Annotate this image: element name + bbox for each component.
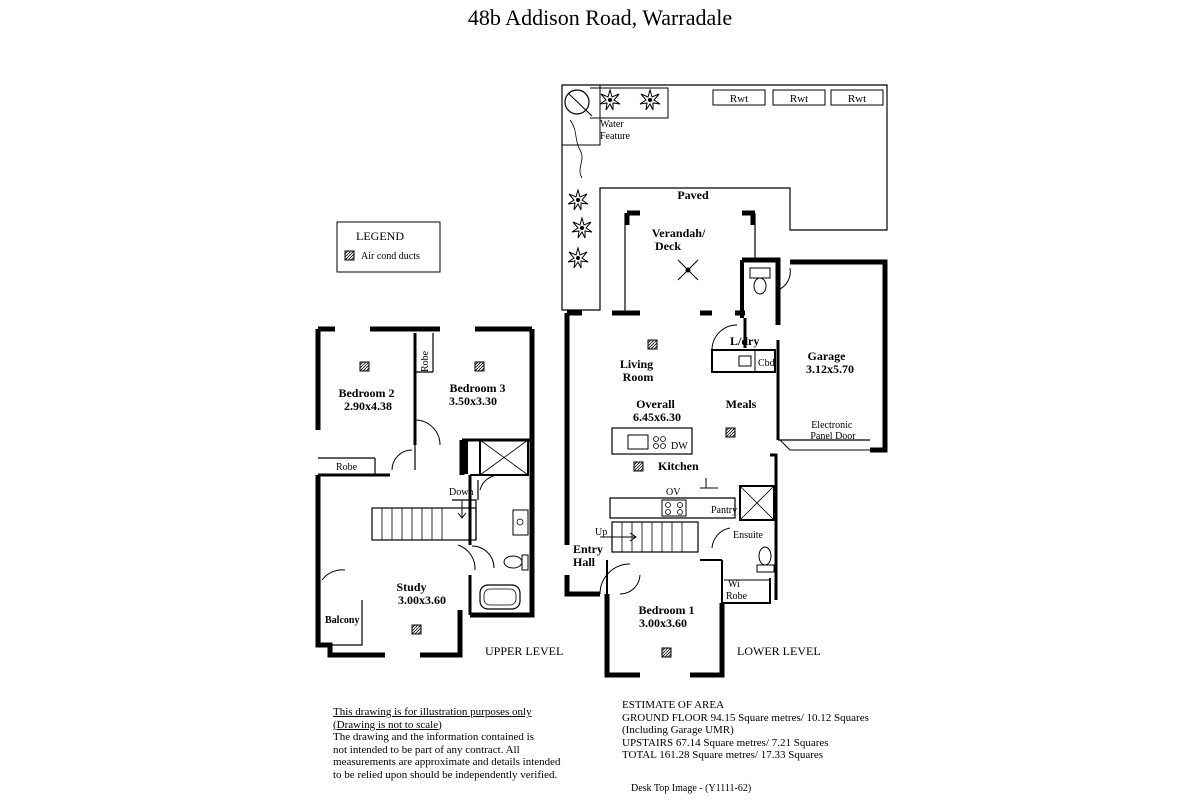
air-duct-icon (633, 461, 644, 472)
area-heading: ESTIMATE OF AREA (622, 699, 725, 711)
area-ground-floor: GROUND FLOOR 94.15 Square metres/ 10.12 … (622, 711, 869, 724)
stairs-up-label: Up (595, 527, 607, 538)
air-duct-icon (359, 361, 370, 372)
legend-heading: LEGEND (356, 229, 404, 243)
lower-level-plan (561, 84, 888, 678)
entry-hall-label: Entry Hall (573, 542, 606, 569)
disclaimer-line-1: This drawing is for illustration purpose… (333, 706, 532, 718)
area-total: TOTAL 161.28 Square metres/ 17.33 Square… (622, 749, 824, 761)
dishwasher-label: DW (671, 441, 688, 452)
bedroom-3-label: Bedroom 3 3.50x3.30 (449, 381, 509, 408)
water-feature-label: Water Feature (600, 119, 631, 142)
study-label: Study 3.00x3.60 (396, 580, 446, 607)
stairs-down-label: Down (449, 487, 473, 498)
cbd-label: Cbd (758, 358, 775, 369)
disclaimer-body-2: not intended to be part of any contract.… (333, 743, 520, 756)
oven-label: OV (666, 487, 681, 498)
area-garage-note: (Including Garage UMR) (622, 724, 734, 736)
paved-label: Paved (677, 188, 709, 202)
rwt-label-1: Rwt (730, 93, 748, 105)
upper-level-label: UPPER LEVEL (485, 644, 563, 658)
kitchen-label: Kitchen (658, 459, 699, 473)
balcony-label: Balcony (325, 615, 359, 626)
disclaimer-line-2: (Drawing is not to scale) (333, 718, 442, 731)
rainwater-tanks (712, 89, 884, 106)
footer-image-ref: Desk Top Image - (Y1111-62) (631, 783, 752, 794)
meals-label: Meals (726, 397, 757, 411)
verandah-label: Verandah/ Deck (652, 226, 709, 253)
lower-level-label: LOWER LEVEL (737, 644, 821, 658)
disclaimer-body-3: measurements are approximate and details… (333, 756, 561, 768)
garage-label: Garage 3.12x5.70 (806, 349, 854, 376)
bedroom-2-label: Bedroom 2 2.90x4.38 (338, 386, 397, 413)
page-title: 48b Addison Road, Warradale (468, 5, 732, 30)
disclaimer: This drawing is for illustration purpose… (333, 706, 561, 781)
ceiling-fan-icon (677, 259, 699, 281)
rwt-label-2: Rwt (790, 93, 808, 105)
wi-robe-label: Wi Robe (726, 579, 748, 602)
ensuite-label: Ensuite (733, 530, 764, 541)
pantry-label: Pantry (711, 505, 737, 516)
garden-shrubs (567, 89, 661, 269)
area-estimate: ESTIMATE OF AREA GROUND FLOOR 94.15 Squa… (622, 699, 869, 762)
disclaimer-body-1: The drawing and the information containe… (333, 731, 534, 743)
wall-block (460, 440, 468, 474)
disclaimer-body-4: to be relied upon should be independentl… (333, 768, 558, 781)
air-duct-icon (725, 427, 736, 438)
air-duct-icon (344, 250, 355, 261)
robe-label: Robe (336, 462, 358, 473)
legend-item: Air cond ducts (361, 251, 420, 262)
robe-label-vertical: Robe (420, 350, 431, 372)
air-duct-icon (411, 624, 422, 635)
bedroom-1-label: Bedroom 1 3.00x3.60 (638, 603, 697, 630)
area-upstairs: UPSTAIRS 67.14 Square metres/ 7.21 Squar… (622, 736, 829, 749)
air-duct-icon (647, 339, 658, 350)
laundry-label: L/dry (730, 334, 759, 348)
garage-door-label: Electronic Panel Door (810, 420, 856, 442)
air-duct-icon (661, 647, 672, 658)
rwt-label-3: Rwt (848, 93, 866, 105)
air-duct-icon (474, 361, 485, 372)
overall-label: Overall 6.45x6.30 (633, 397, 681, 424)
living-room-label: Living Room (620, 357, 656, 384)
legend: LEGEND Air cond ducts (336, 221, 441, 273)
